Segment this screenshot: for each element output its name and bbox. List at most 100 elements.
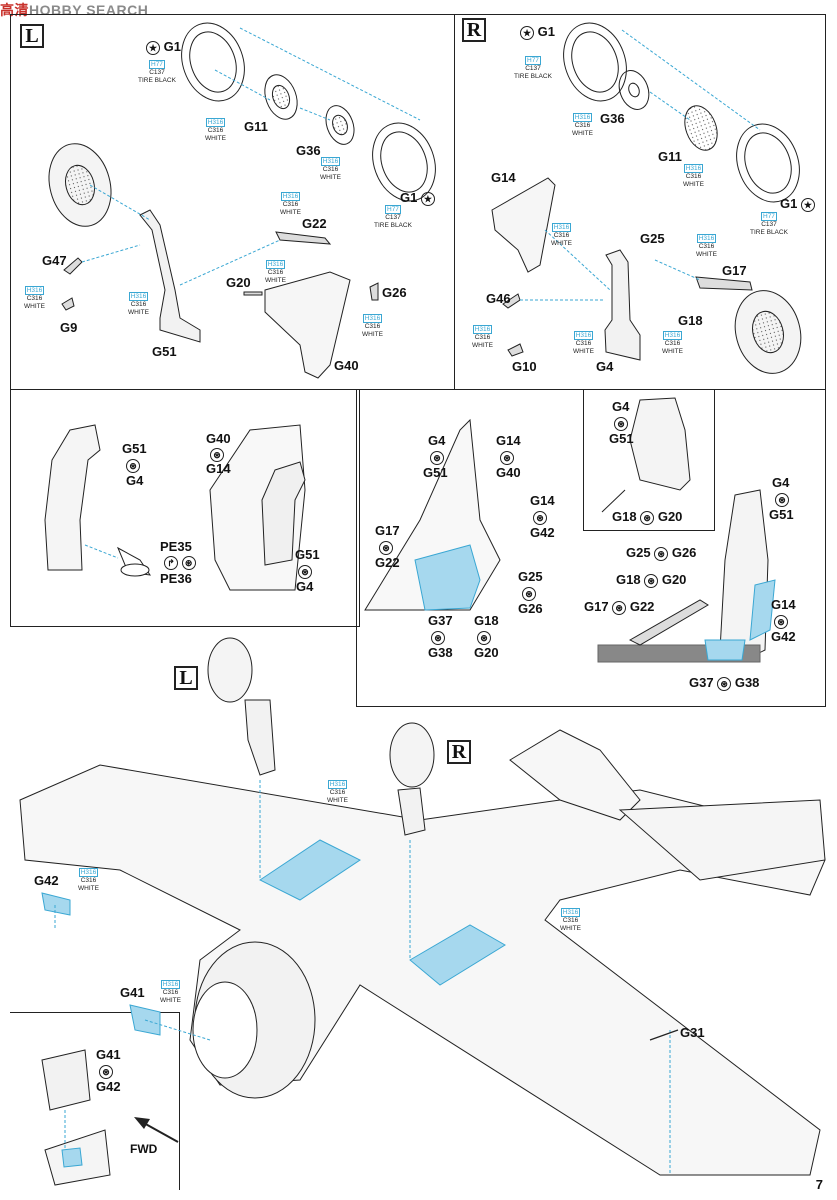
part-label: ⊛ <box>614 416 628 431</box>
part-label: PE35 <box>160 539 192 554</box>
part-label: G17 ⊛ G22 <box>584 599 655 615</box>
paint-name: TIRE BLACK <box>514 72 552 80</box>
paint-name: WHITE <box>320 173 341 181</box>
tire-g1-right <box>563 22 627 102</box>
paint-code-c: C316 <box>329 789 346 796</box>
part-label: G46 <box>486 291 511 306</box>
part-g17 <box>695 276 753 291</box>
strut-inset <box>629 397 691 491</box>
door-g14 <box>491 177 556 273</box>
part-label: ⊛ <box>477 630 491 645</box>
part-label: G14 <box>496 433 521 448</box>
paint-code-c: C316 <box>130 301 147 308</box>
paint-name: WHITE <box>160 996 181 1004</box>
paint-name: WHITE <box>265 276 286 284</box>
part-label: G14 <box>491 170 516 185</box>
paint-name: WHITE <box>560 924 581 932</box>
tire-g1-left <box>181 22 245 102</box>
glue-icon: ⊛ <box>614 416 628 431</box>
part-label: G1 ★ <box>780 197 815 212</box>
part-label: ⊛ <box>126 458 140 473</box>
star-icon: ★ <box>420 191 435 206</box>
paint-callout-white: H316 C316 WHITE <box>662 331 683 355</box>
part-label: G1 ★ <box>400 191 435 206</box>
part-label: ⊛ <box>99 1064 113 1079</box>
paint-code-c: C137 <box>385 214 401 221</box>
part-label: G20 <box>474 645 499 660</box>
part-label: G22 <box>375 555 400 570</box>
paint-code-c: C316 <box>282 201 299 208</box>
tailplane <box>509 729 641 821</box>
part-label: PE36 <box>160 571 192 586</box>
paint-code-c: C316 <box>685 173 702 180</box>
part-label: ⊛ <box>775 492 789 507</box>
paint-code-c: C316 <box>574 122 591 129</box>
tire-g1-right-b <box>736 123 800 203</box>
part-label: G9 <box>60 320 78 335</box>
part-label: G37 <box>428 613 453 628</box>
glue-icon: ⊛ <box>522 586 536 601</box>
panel-inset-right <box>583 389 715 531</box>
paint-code-c: C316 <box>474 334 491 341</box>
part-label: G26 <box>382 285 407 300</box>
part-label: G4 <box>428 433 446 448</box>
panel-detail-left <box>10 389 360 627</box>
paint-callout-white: H316 C316 WHITE <box>280 192 301 216</box>
paint-code-h: H316 <box>362 314 383 323</box>
paint-callout-white: H316 C316 WHITE <box>160 980 181 1004</box>
part-label: G42 <box>96 1079 121 1094</box>
part-label: G11 <box>244 119 268 134</box>
part-label: ⊛ <box>298 564 312 579</box>
hub-g36-right <box>618 70 650 110</box>
paint-code-c: C316 <box>698 243 715 250</box>
star-icon: ★ <box>800 197 815 212</box>
paint-code-h: H77 <box>385 205 401 214</box>
paint-name: TIRE BLACK <box>138 76 176 84</box>
paint-callout-white: H316 C316 WHITE <box>572 113 593 137</box>
paint-code-c: C316 <box>322 166 339 173</box>
paint-code-h: H316 <box>160 980 181 989</box>
part-label: G18 ⊛ G20 <box>616 572 687 588</box>
part-label: ★ G1 <box>520 25 555 40</box>
paint-name: WHITE <box>280 208 301 216</box>
paint-code-h: H316 <box>280 192 301 201</box>
paint-code-c: C316 <box>162 989 179 996</box>
part-label: G20 <box>226 275 251 290</box>
part-label: G47 <box>42 253 67 268</box>
part-label: ⊛ <box>500 450 514 465</box>
paint-name: WHITE <box>128 308 149 316</box>
paint-callout-white: H316 C316 WHITE <box>265 260 286 284</box>
glue-icon: ⊛ <box>298 564 312 579</box>
part-label: G22 <box>302 216 327 231</box>
part-label: G18 <box>678 313 703 328</box>
hub-g36-left <box>325 105 355 145</box>
part-label: G26 <box>518 601 543 616</box>
paint-name: WHITE <box>696 250 717 258</box>
fwd-arrow <box>134 1117 179 1143</box>
paint-callout-white: H316 C316 WHITE <box>362 314 383 338</box>
paint-callout-tire-black: H77 C137 TIRE BLACK <box>750 212 788 236</box>
glue-icon: ⊛ <box>181 555 196 570</box>
glue-icon: ⊛ <box>210 447 224 462</box>
glue-icon: ⊛ <box>644 573 659 588</box>
part-label: ↱ ⊛ <box>164 555 196 570</box>
part-label: ⊛ <box>430 450 444 465</box>
glue-icon: ⊛ <box>775 492 789 507</box>
glue-icon: ⊛ <box>431 630 445 645</box>
part-label: G17 <box>375 523 400 538</box>
part-label: G42 <box>771 629 796 644</box>
part-label: G17 <box>722 263 747 278</box>
part-label: G4 <box>612 399 630 414</box>
paint-callout-white: H316 C316 WHITE <box>78 868 99 892</box>
part-g31 <box>649 1029 679 1041</box>
flap-detail <box>41 1049 91 1111</box>
glue-icon: ⊛ <box>774 614 788 629</box>
glue-icon: ⊛ <box>477 630 491 645</box>
part-label: G37 ⊛ G38 <box>689 675 760 691</box>
main-gear-right-wheel <box>389 722 435 788</box>
glue-icon: ⊛ <box>654 546 669 561</box>
strut-left <box>139 209 201 343</box>
paint-code-h: H316 <box>128 292 149 301</box>
paint-code-h: H316 <box>662 331 683 340</box>
paint-code-c: C316 <box>364 323 381 330</box>
